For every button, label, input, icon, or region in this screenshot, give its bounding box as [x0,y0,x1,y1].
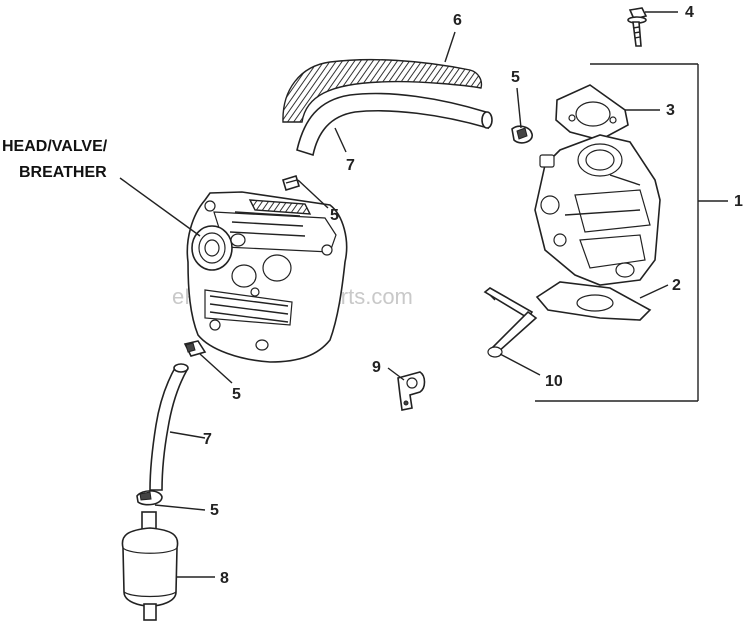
callout-2: 2 [672,277,681,294]
corrugated-hose-part [282,58,483,123]
bracket-clip-part [397,371,426,411]
callout-5: 5 [210,502,219,519]
gasket-part [535,281,652,321]
callout-5: 5 [330,207,339,224]
callout-7: 7 [203,431,212,448]
gasket-part [555,84,629,141]
leader-lines [119,11,678,578]
callout-5: 5 [232,386,241,403]
fuel-line-upper-part [296,92,493,157]
assembly-bracket [535,63,728,402]
callout-6: 6 [453,12,462,29]
callout-1: 1 [734,193,743,210]
fuel-line-lower-part [149,363,189,491]
fuel-filter-part [121,511,179,621]
callouts: 4 6 5 3 7 1 5 2 9 10 5 7 5 8 [203,4,743,587]
hose-clamp-part [136,490,163,506]
hose-clamp-part [282,174,300,192]
hose-clamp-part [511,125,533,144]
callout-7: 7 [346,157,355,174]
bolt-part [627,7,648,47]
callout-8: 8 [220,570,229,587]
head-valve-breather-label: HEAD/VALVE/ BREATHER [2,138,108,181]
carburetor-part [534,134,661,286]
callout-4: 4 [685,4,694,21]
head-label-line-2: BREATHER [19,164,107,181]
callout-9: 9 [372,359,381,376]
head-label-line-1: HEAD/VALVE/ [2,138,108,155]
hose-clamp-part [183,340,207,357]
callout-5: 5 [511,69,520,86]
callout-10: 10 [545,373,563,390]
linkage-rod-part [483,287,538,358]
callout-3: 3 [666,102,675,119]
head-valve-breather-assembly [186,191,348,363]
